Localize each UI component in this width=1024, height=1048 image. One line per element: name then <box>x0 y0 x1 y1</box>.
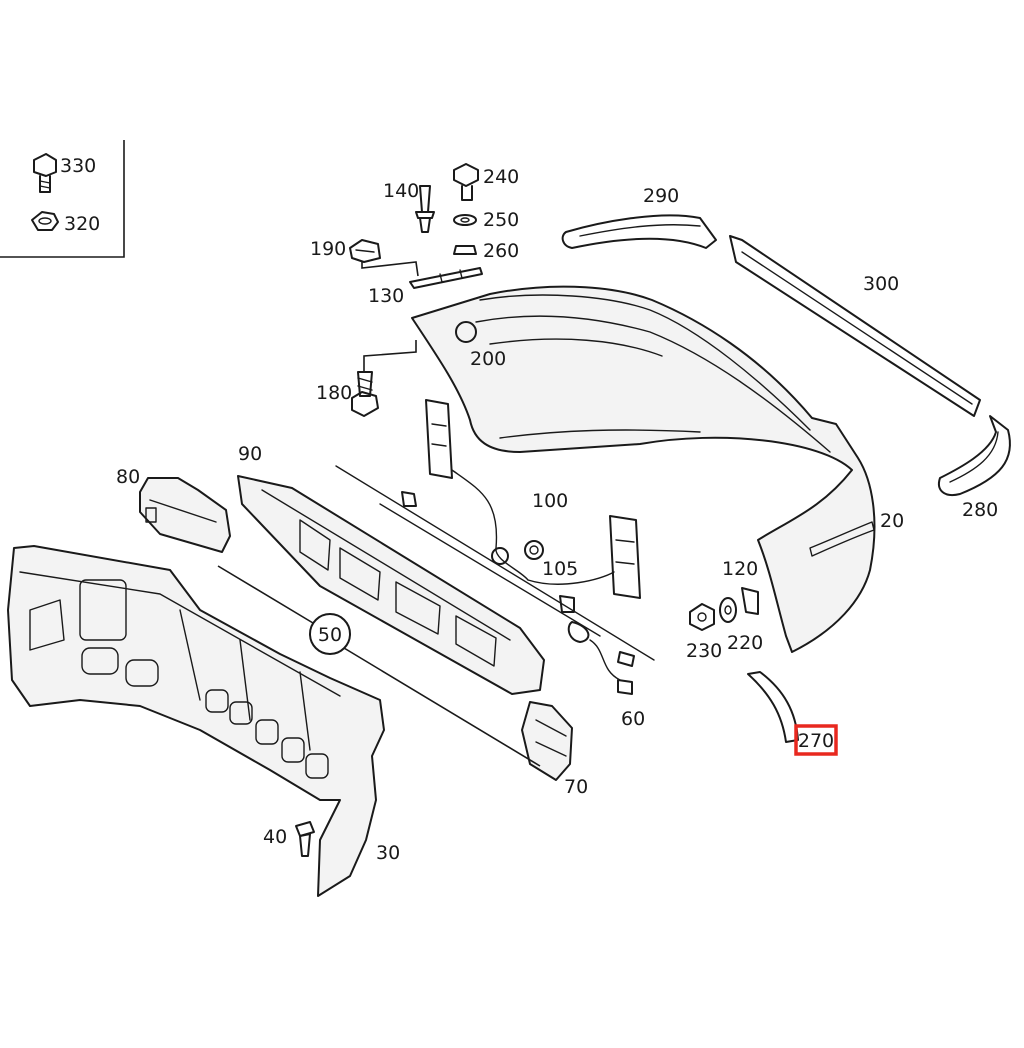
washer-250-icon <box>453 214 477 226</box>
label-100: 100 <box>532 490 568 512</box>
label-105: 105 <box>542 558 578 580</box>
highlighted-callout-270: 270 <box>794 724 838 756</box>
cable-60 <box>335 465 655 695</box>
label-290: 290 <box>643 185 679 207</box>
leader-180 <box>363 340 417 372</box>
label-220: 220 <box>727 632 763 654</box>
label-260: 260 <box>483 240 519 262</box>
bracket-70 <box>521 701 573 781</box>
bolt-icon <box>33 153 57 193</box>
nut-260-icon <box>453 245 477 255</box>
arch-trim-270 <box>747 671 799 743</box>
bracket-120-icon <box>741 587 759 615</box>
sensor-mount-left <box>425 399 453 479</box>
bolt-240-icon <box>453 163 479 201</box>
nut-230-icon <box>689 603 715 631</box>
trim-strip-290 <box>561 214 717 249</box>
label-320: 320 <box>64 213 100 235</box>
label-20: 20 <box>880 510 904 532</box>
bracket-80 <box>139 477 231 553</box>
clip-40-icon <box>295 821 315 857</box>
impact-absorber-30 <box>7 545 385 897</box>
label-240: 240 <box>483 166 519 188</box>
label-80: 80 <box>116 466 140 488</box>
label-60: 60 <box>621 708 645 730</box>
callout-50-circle: 50 <box>309 613 351 655</box>
highlight-box <box>794 724 838 756</box>
corner-molding-280 <box>938 415 1011 496</box>
label-30: 30 <box>376 842 400 864</box>
label-270: 270 <box>798 730 834 752</box>
label-230: 230 <box>686 640 722 662</box>
trim-strip-300 <box>729 235 981 417</box>
label-200: 200 <box>470 348 506 370</box>
label-300: 300 <box>863 273 899 295</box>
mounting-rail-90 <box>237 475 545 695</box>
wiring-harness-100 <box>451 469 615 585</box>
label-190: 190 <box>310 238 346 260</box>
label-180: 180 <box>316 382 352 404</box>
leader-50b <box>343 647 541 767</box>
label-40: 40 <box>263 826 287 848</box>
callout-labels: 330 320 140 240 250 260 190 130 290 300 … <box>60 155 998 864</box>
label-330: 330 <box>60 155 96 177</box>
label-50: 50 <box>318 624 342 646</box>
label-130: 130 <box>368 285 404 307</box>
label-90: 90 <box>238 443 262 465</box>
label-250: 250 <box>483 209 519 231</box>
label-120: 120 <box>722 558 758 580</box>
label-280: 280 <box>962 499 998 521</box>
label-70: 70 <box>564 776 588 798</box>
legend-box <box>0 140 125 258</box>
bracket-130-icon <box>409 267 483 289</box>
sensor-mount-right <box>609 515 641 599</box>
pin-140-icon <box>415 185 435 233</box>
label-140: 140 <box>383 180 419 202</box>
washer-220-icon <box>719 597 737 623</box>
leader-130a <box>361 261 419 277</box>
bumper-cover-20 <box>411 285 876 653</box>
clip-190-icon <box>349 239 381 263</box>
leader-50a <box>217 565 319 627</box>
washer-nut-icon <box>31 211 59 231</box>
screw-180-icon <box>351 371 379 417</box>
